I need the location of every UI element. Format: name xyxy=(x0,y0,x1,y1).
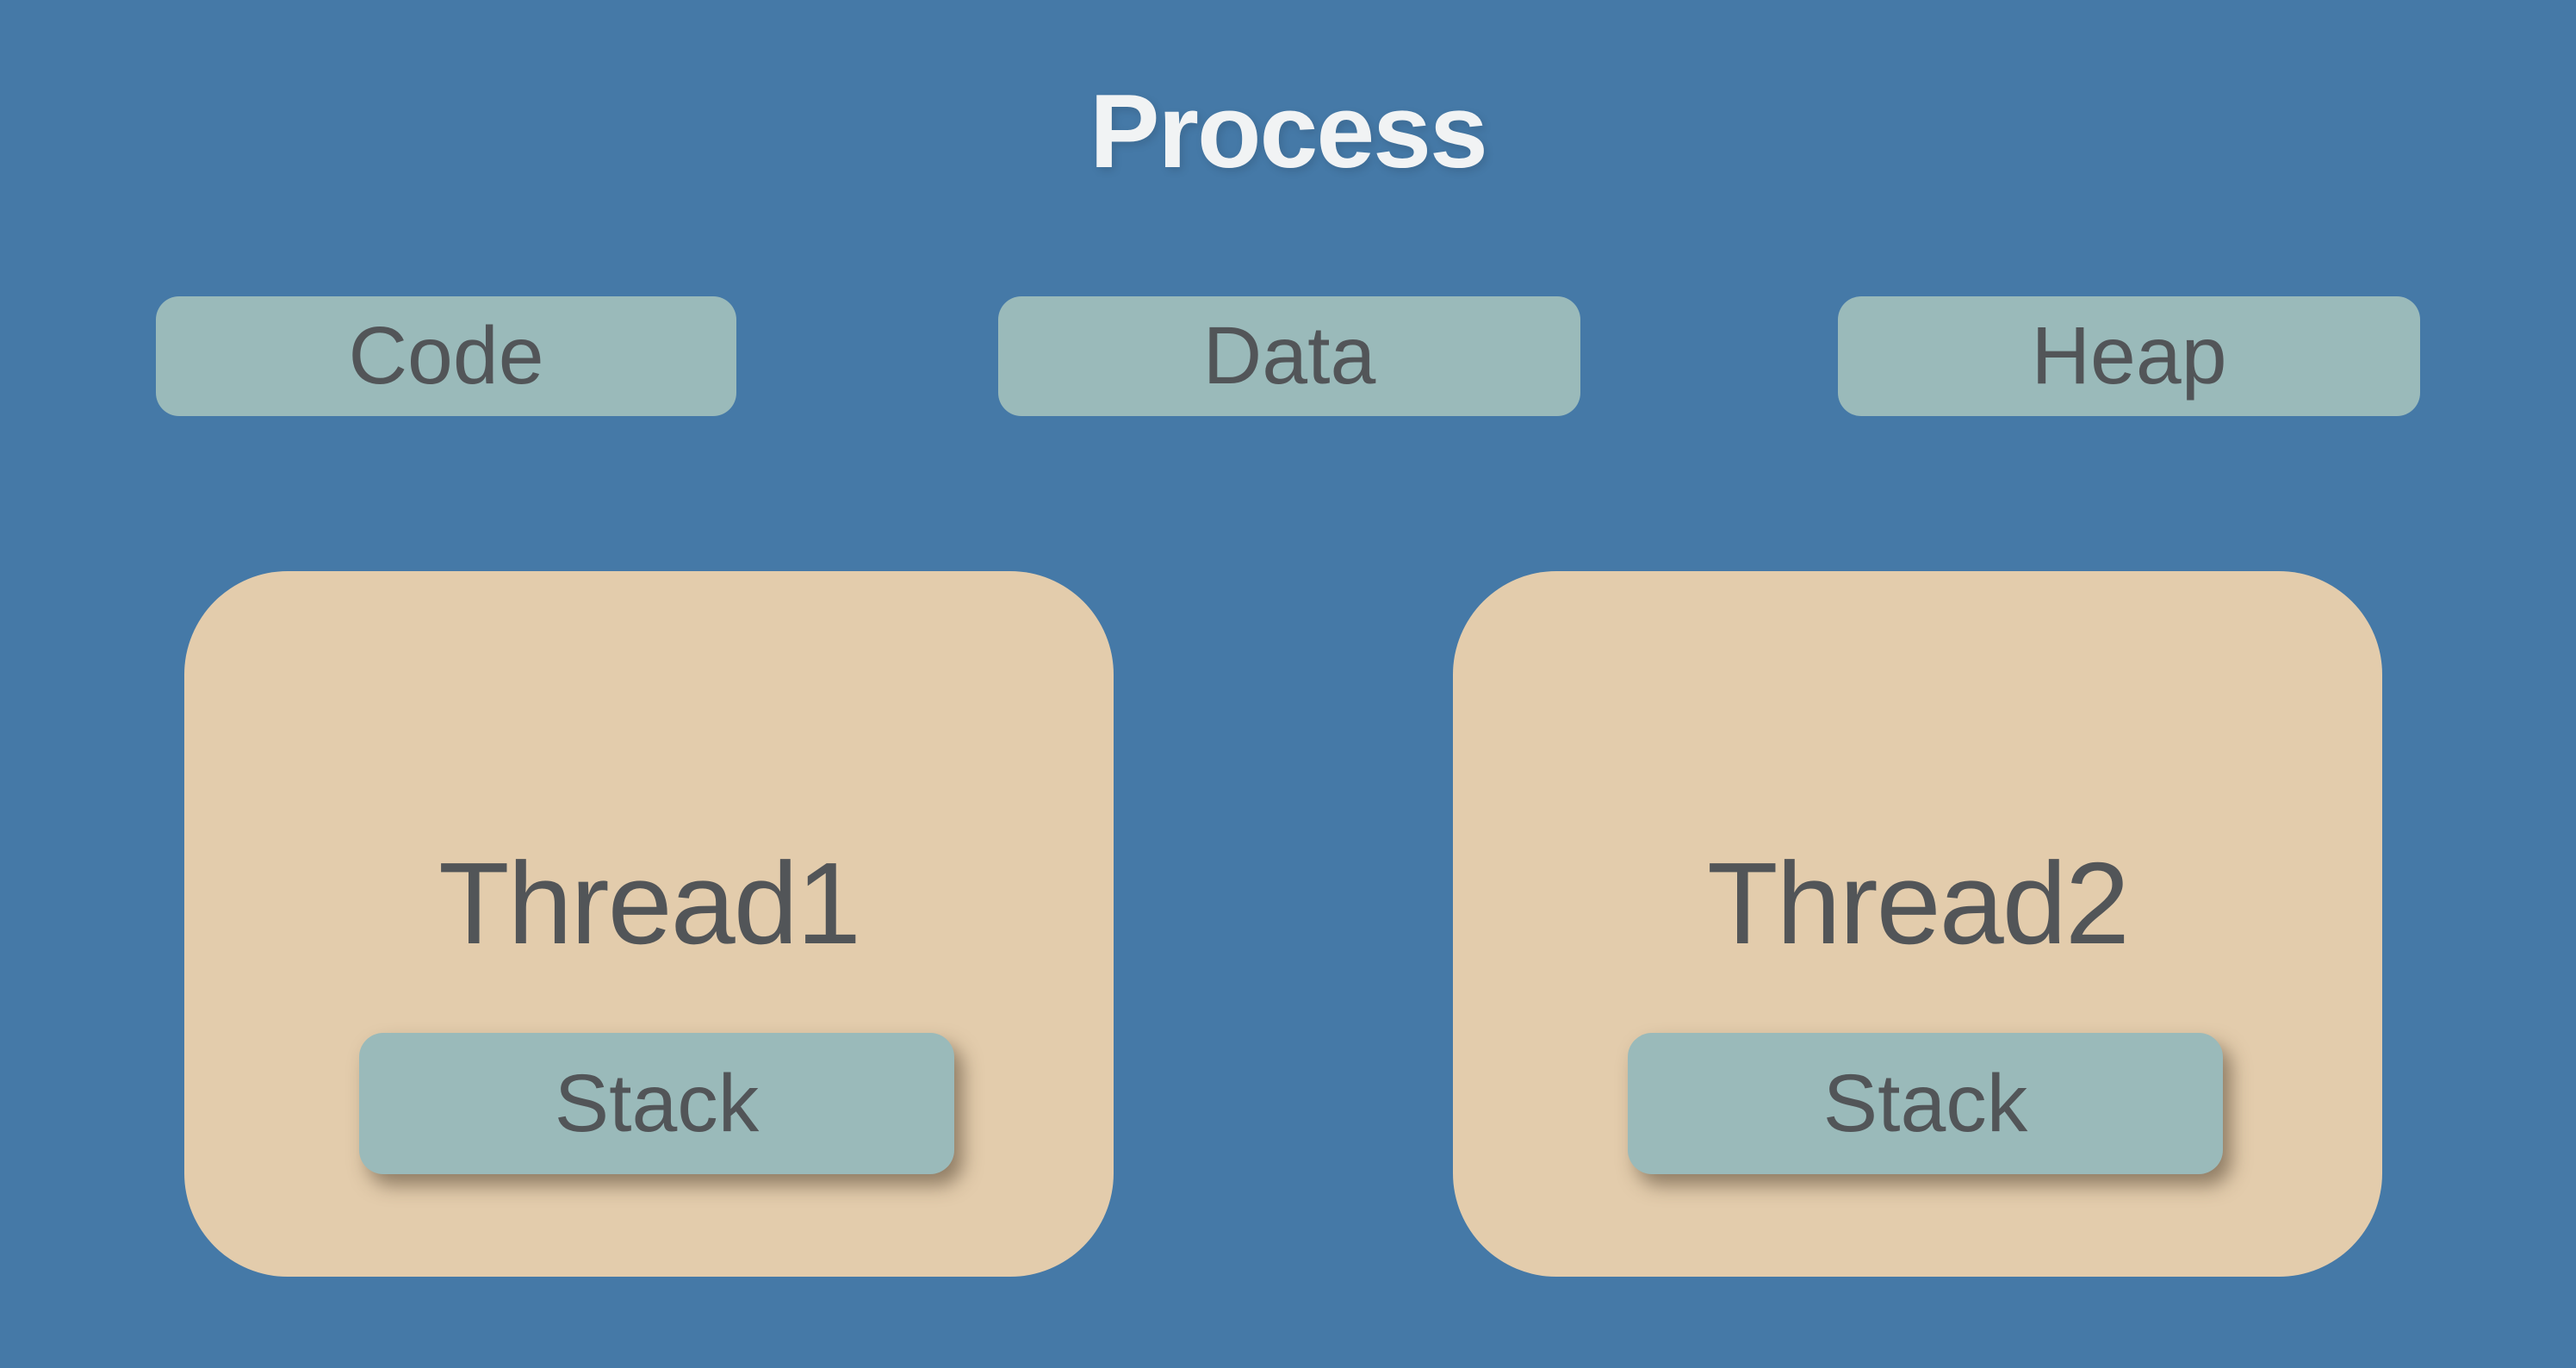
thread1-stack-label: Stack xyxy=(554,1057,760,1149)
heap-segment-label: Heap xyxy=(2031,310,2227,401)
heap-segment-box: Heap xyxy=(1838,296,2420,416)
thread1-label: Thread1 xyxy=(438,838,861,968)
thread2-stack-label: Stack xyxy=(1822,1057,2028,1149)
thread2-stack-box: Stack xyxy=(1628,1033,2223,1174)
code-segment-box: Code xyxy=(156,296,736,416)
data-segment-label: Data xyxy=(1202,310,1376,401)
thread2-card: Thread2 Stack xyxy=(1453,571,2382,1277)
data-segment-box: Data xyxy=(998,296,1580,416)
code-segment-label: Code xyxy=(348,310,544,401)
thread1-stack-box: Stack xyxy=(359,1033,954,1174)
thread1-card: Thread1 Stack xyxy=(184,571,1114,1277)
thread2-label: Thread2 xyxy=(1707,838,2130,968)
process-title: Process xyxy=(1089,72,1488,190)
